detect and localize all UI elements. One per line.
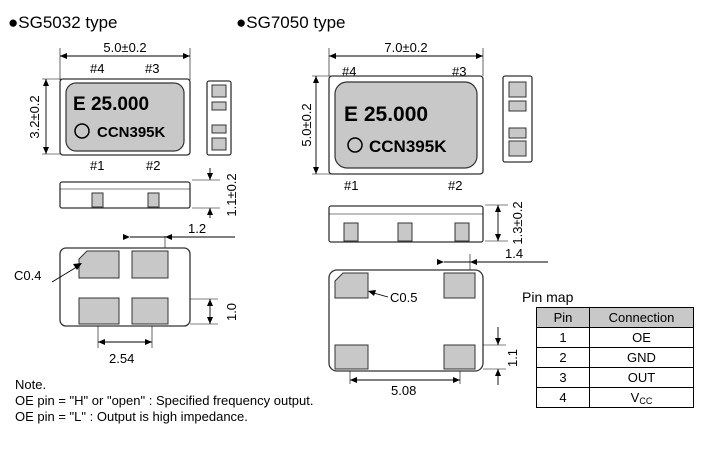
sg7050-pin4-label: #4 xyxy=(342,64,356,79)
sg7050-pad-4 xyxy=(443,344,476,370)
sg5032-chamfer-label: C0.4 xyxy=(14,268,41,283)
pin-map-title: Pin map xyxy=(522,289,574,305)
pin-map-header-row: Pin Connection xyxy=(536,307,694,328)
connection-column-header: Connection xyxy=(589,307,694,328)
pin-cell: 3 xyxy=(536,367,590,388)
sg5032-marking-line2: CCN395K xyxy=(97,124,166,141)
table-row: 4 VCC xyxy=(536,387,694,408)
sg5032-pin1-dot-icon xyxy=(74,123,90,139)
connection-cell: OE xyxy=(589,327,694,348)
table-row: 2 GND xyxy=(536,347,694,368)
note-line-1: OE pin = "H" or "open" : Specified frequ… xyxy=(15,393,314,408)
sg5032-title: ●SG5032 type xyxy=(8,13,118,32)
sg5032-pin3-label: #3 xyxy=(145,61,159,76)
sg5032-pin2-label: #2 xyxy=(146,158,160,173)
vcc-subscript: CC xyxy=(639,395,653,406)
sg5032-side-view-end xyxy=(206,80,232,156)
sg7050-pin2-label: #2 xyxy=(448,178,462,193)
sg7050-marking-line1: E 25.000 xyxy=(344,103,428,126)
sg7050-marking-area xyxy=(334,81,478,169)
sg5032-marking-area xyxy=(65,82,185,152)
sg7050-chamfer-label: C0.5 xyxy=(390,290,417,305)
connection-cell: OUT xyxy=(589,367,694,388)
sg5032-pin4-label: #4 xyxy=(90,61,104,76)
pin-cell: 4 xyxy=(536,387,590,408)
pin-column-header: Pin xyxy=(536,307,590,328)
sg7050-length-label: 7.0±0.2 xyxy=(384,40,427,55)
sg5032-height-label: 1.1±0.2 xyxy=(224,173,239,216)
sg5032-width-label: 3.2±0.2 xyxy=(27,95,42,138)
sg7050-pad-1 xyxy=(334,272,369,299)
sg5032-length-label: 5.0±0.2 xyxy=(103,40,146,55)
pin-map-table: Pin Connection 1 OE 2 GND 3 OUT 4 VCC xyxy=(536,307,694,408)
sg5032-pad-1 xyxy=(78,250,120,279)
sg7050-title: ●SG7050 type xyxy=(236,13,346,32)
sg7050-pad-height-label: 1.1 xyxy=(505,349,520,367)
sg7050-pin3-label: #3 xyxy=(452,64,466,79)
sg5032-pad-offset-label: 1.2 xyxy=(188,221,206,236)
sg7050-pad-3 xyxy=(334,344,369,370)
sg7050-pin1-label: #1 xyxy=(344,178,358,193)
table-row: 3 OUT xyxy=(536,367,694,388)
sg5032-pad-4 xyxy=(131,297,169,325)
pin-cell: 2 xyxy=(536,347,590,368)
sg5032-pin1-label: #1 xyxy=(90,158,104,173)
sg5032-marking-line1: E 25.000 xyxy=(73,94,149,115)
sg7050-height-label: 1.3±0.2 xyxy=(510,201,525,244)
sg5032-pad-height-label: 1.0 xyxy=(224,303,239,321)
note-heading: Note. xyxy=(15,377,47,392)
sg7050-pad-2 xyxy=(443,272,476,299)
sg7050-width-label: 5.0±0.2 xyxy=(299,103,314,146)
sg5032-pad-3 xyxy=(78,297,120,325)
sg7050-pad-offset-label: 1.4 xyxy=(505,246,523,261)
sg7050-side-view-end xyxy=(502,75,533,163)
table-row: 1 OE xyxy=(536,327,694,348)
pin-cell: 1 xyxy=(536,327,590,348)
sg7050-pin1-dot-icon xyxy=(347,137,363,153)
connection-cell: VCC xyxy=(589,387,694,408)
sg5032-pitch-label: 2.54 xyxy=(109,351,134,366)
connection-cell: GND xyxy=(589,347,694,368)
sg5032-pad-2 xyxy=(131,250,169,279)
note-line-2: OE pin = "L" : Output is high impedance. xyxy=(15,409,248,424)
sg5032-side-view xyxy=(59,181,191,209)
vcc-main: V xyxy=(630,389,640,405)
sg7050-marking-line2: CCN395K xyxy=(369,137,447,156)
sg7050-pitch-label: 5.08 xyxy=(391,383,416,398)
sg7050-side-view xyxy=(328,205,484,243)
